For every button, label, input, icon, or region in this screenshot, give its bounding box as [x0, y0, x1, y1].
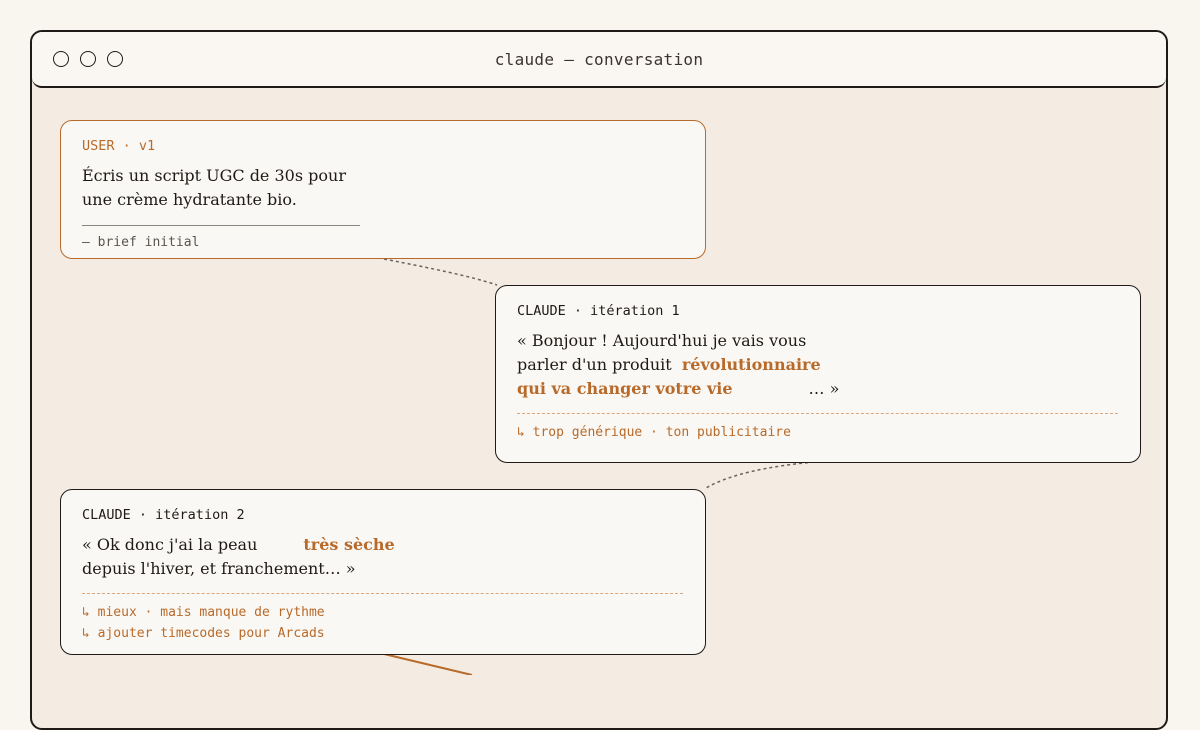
message-text: « Bonjour ! Aujourd'hui je vais vous par…: [517, 329, 1118, 401]
message-text: « Ok donc j'ai la peau très sèche depuis …: [82, 533, 683, 581]
message-header: CLAUDE · itération 1: [517, 303, 680, 319]
message-header: CLAUDE · itération 2: [82, 507, 245, 523]
window-minimize-control[interactable]: [80, 51, 96, 67]
feedback-note: ↳ ajouter timecodes pour Arcads: [82, 626, 325, 641]
divider: [82, 225, 360, 226]
conversation-connectors: [383, 258, 815, 675]
message-line: « Ok donc j'ai la peau très sèche: [82, 533, 683, 557]
message-fragment: « Ok donc j'ai la peau: [82, 535, 258, 554]
feedback-notes: ↳ mieux · mais manque de rythme ↳ ajoute…: [82, 602, 683, 644]
message-fragment: … »: [808, 379, 840, 398]
message-header: USER · v1: [82, 138, 156, 154]
divider: [82, 593, 683, 594]
message-line: « Bonjour ! Aujourd'hui je vais vous: [517, 331, 807, 350]
message-text: Écris un script UGC de 30s pour une crèm…: [82, 164, 683, 212]
title-bar: claude — conversation: [32, 32, 1166, 88]
speaker-label: CLAUDE: [517, 303, 566, 319]
message-line: qui va changer votre vie … »: [517, 377, 1118, 401]
divider: [517, 413, 1118, 414]
window-close-control[interactable]: [53, 51, 69, 67]
version-tag: v1: [138, 138, 156, 154]
feedback-note: ↳ mieux · mais manque de rythme: [82, 605, 325, 620]
message-card-claude-iteration-1: CLAUDE · itération 1 « Bonjour ! Aujourd…: [495, 285, 1141, 463]
message-line: Écris un script UGC de 30s pour: [82, 166, 346, 185]
feedback-note: ↳ trop générique · ton publicitaire: [517, 425, 791, 440]
iteration-tag: itération 2: [155, 507, 245, 523]
message-card-claude-iteration-2: CLAUDE · itération 2 « Ok donc j'ai la p…: [60, 489, 706, 655]
highlighted-phrase: qui va changer votre vie: [517, 379, 733, 398]
window-title: claude — conversation: [494, 50, 704, 69]
speaker-label: USER: [82, 138, 115, 154]
message-line: depuis l'hiver, et franchement… »: [82, 559, 356, 578]
connector-iteration-2-to-next: [383, 653, 473, 675]
highlighted-phrase: très sèche: [303, 535, 395, 554]
connector-iteration-1-to-iteration-2: [705, 461, 815, 489]
speaker-label: CLAUDE: [82, 507, 131, 523]
message-card-user: USER · v1 Écris un script UGC de 30s pou…: [60, 120, 706, 259]
message-note: — brief initial: [82, 235, 200, 250]
message-line: une crème hydratante bio.: [82, 190, 297, 209]
connector-user-to-iteration-1: [383, 258, 498, 286]
highlighted-phrase: révolutionnaire: [681, 355, 821, 374]
message-line: parler d'un produit révolutionnaire: [517, 353, 1118, 377]
window-maximize-control[interactable]: [107, 51, 123, 67]
message-fragment: parler d'un produit: [517, 355, 672, 374]
iteration-tag: itération 1: [590, 303, 680, 319]
